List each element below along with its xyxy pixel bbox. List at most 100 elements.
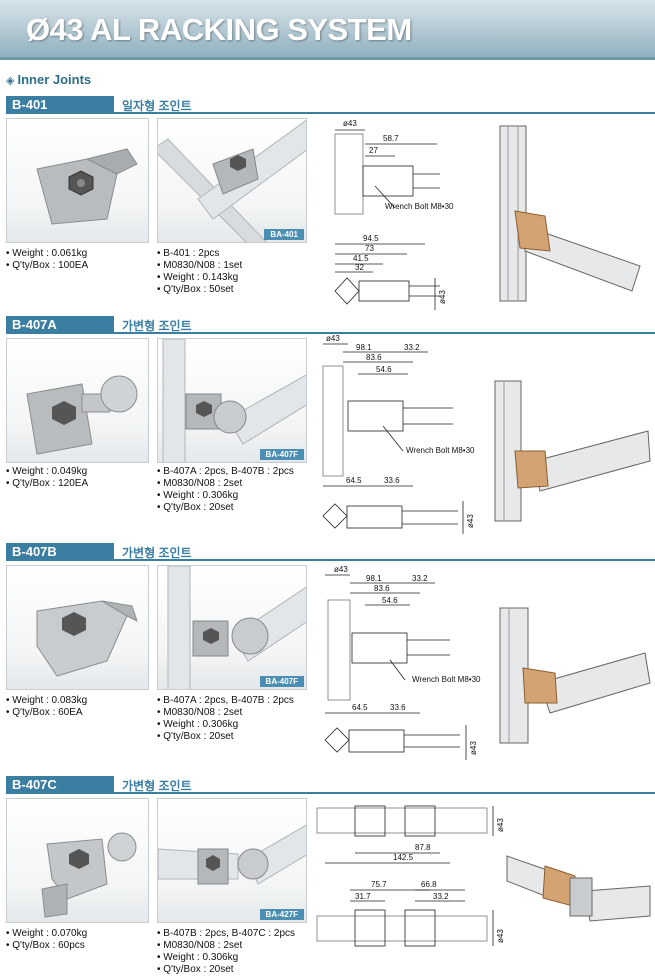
page-header: Ø43 AL RACKING SYSTEM	[0, 0, 655, 60]
joint-icon	[36, 148, 138, 225]
section-header: B-401 일자형 조인트	[0, 96, 655, 114]
assembly-photo: BA-401	[157, 118, 307, 243]
spec-line: M0830/N08 : 2set	[157, 478, 294, 490]
subtitle-text: Inner Joints	[17, 72, 92, 87]
bolt-label: Wrench Bolt M8•30	[385, 202, 454, 211]
spec-line: Weight : 0.070kg	[6, 928, 87, 940]
rack-render-icon	[506, 855, 651, 922]
3d-rendering	[505, 816, 653, 946]
dim-label: 83.6	[374, 584, 390, 593]
dim-label: 75.7	[371, 880, 387, 889]
drawing-lines	[334, 129, 440, 310]
product-section-b407c: B-407C 가변형 조인트 BA-427F Weight : 0.070kg …	[0, 776, 655, 980]
spec-line: M0830/N08 : 1set	[157, 260, 242, 272]
spec-line: Weight : 0.049kg	[6, 466, 88, 478]
set-specs: B-407A : 2pcs, B-407B : 2pcs M0830/N08 :…	[157, 695, 294, 743]
spec-line: B-407B : 2pcs, B-407C : 2pcs	[157, 928, 295, 940]
dim-label: 27	[369, 146, 378, 155]
bolt-label: Wrench Bolt M8•30	[406, 446, 475, 455]
joint-photo	[6, 565, 149, 690]
spec-line: Q'ty/Box : 100EA	[6, 260, 88, 272]
technical-drawing: ø43 98.1 33.2 83.6 54.6 Wrench Bolt M8•3…	[318, 334, 488, 546]
rack-render-icon	[499, 607, 651, 744]
section-subtitle: ◈Inner Joints	[6, 72, 91, 87]
joint-photo	[6, 338, 149, 463]
assembly-photo: BA-407F	[157, 565, 307, 690]
assembly-icon	[158, 119, 306, 242]
spec-line: Q'ty/Box : 50set	[157, 284, 242, 296]
spec-line: Weight : 0.306kg	[157, 952, 295, 964]
spec-line: Weight : 0.083kg	[6, 695, 87, 707]
part-tag: BA-407F	[259, 676, 304, 687]
assembly-icon	[162, 339, 306, 462]
dim-label: 33.2	[412, 574, 428, 583]
spec-line: Q'ty/Box : 60pcs	[6, 940, 87, 952]
technical-drawing: ø43 87.8 142.5 75.7 66.8 31.7 33.2 ø43	[315, 798, 505, 978]
part-tag: BA-407F	[259, 449, 304, 460]
product-code: B-407B	[6, 543, 114, 561]
dim-label: ø43	[438, 290, 447, 304]
page-title: Ø43 AL RACKING SYSTEM	[26, 12, 412, 47]
product-section-b407a: B-407A 가변형 조인트 BA-407F Weight : 0.049kg …	[0, 316, 655, 546]
technical-drawing: ø43 58.7 27 Wrench Bolt M8•30 94.5 73 41…	[325, 116, 475, 316]
dim-label: 58.7	[383, 134, 399, 143]
dim-label: 98.1	[356, 343, 372, 352]
product-code: B-401	[6, 96, 114, 114]
part-specs: Weight : 0.049kg Q'ty/Box : 120EA	[6, 466, 88, 490]
header-divider	[114, 112, 655, 114]
drawing-lines	[316, 805, 494, 947]
header-divider	[114, 559, 655, 561]
product-type: 일자형 조인트	[122, 99, 192, 113]
dim-label: 83.6	[366, 353, 382, 362]
spec-line: Weight : 0.306kg	[157, 490, 294, 502]
rack-render-icon	[494, 380, 651, 522]
set-specs: B-401 : 2pcs M0830/N08 : 1set Weight : 0…	[157, 248, 242, 296]
product-type: 가변형 조인트	[122, 319, 192, 333]
dim-label: 33.2	[404, 343, 420, 352]
diamond-icon: ◈	[6, 75, 15, 87]
3d-rendering	[490, 376, 652, 526]
part-specs: Weight : 0.061kg Q'ty/Box : 100EA	[6, 248, 88, 272]
section-header: B-407C 가변형 조인트	[0, 776, 655, 794]
spec-line: Q'ty/Box : 60EA	[6, 707, 87, 719]
dim-label: 31.7	[355, 892, 371, 901]
dim-label: ø43	[496, 929, 505, 943]
section-header: B-407A 가변형 조인트	[0, 316, 655, 334]
spec-line: Weight : 0.061kg	[6, 248, 88, 260]
part-tag: BA-401	[264, 229, 304, 240]
dim-label: 64.5	[352, 703, 368, 712]
assembly-icon	[167, 566, 306, 689]
3d-rendering	[495, 603, 653, 753]
assembly-icon	[158, 824, 306, 885]
set-specs: B-407A : 2pcs, B-407B : 2pcs M0830/N08 :…	[157, 466, 294, 514]
technical-drawing: ø43 98.1 33.2 83.6 54.6 Wrench Bolt M8•3…	[320, 565, 490, 770]
dim-label: 54.6	[376, 365, 392, 374]
bolt-label: Wrench Bolt M8•30	[412, 675, 481, 684]
dim-label: 98.1	[366, 574, 382, 583]
joint-photo	[6, 118, 149, 243]
product-section-b401: B-401 일자형 조인트 BA-401 Weight : 0.061kg Q'…	[0, 96, 655, 316]
joint-icon	[26, 375, 138, 455]
dim-label: ø43	[466, 514, 475, 528]
dim-label: 32	[355, 263, 364, 272]
product-type: 가변형 조인트	[122, 546, 192, 560]
dim-label: 41.5	[353, 254, 369, 263]
dim-label: ø43	[326, 334, 340, 343]
joint-photo	[6, 798, 149, 923]
joint-icon	[36, 600, 138, 677]
product-code: B-407A	[6, 316, 114, 334]
dim-label: 64.5	[346, 476, 362, 485]
joint-icon	[41, 832, 137, 918]
dim-label: ø43	[496, 818, 505, 832]
header-divider	[114, 332, 655, 334]
product-section-b407b: B-407B 가변형 조인트 BA-407F Weight : 0.083kg …	[0, 543, 655, 773]
dim-label: 66.8	[421, 880, 437, 889]
product-code: B-407C	[6, 776, 114, 794]
dim-label: ø43	[469, 741, 478, 755]
spec-line: Weight : 0.143kg	[157, 272, 242, 284]
assembly-photo: BA-407F	[157, 338, 307, 463]
dim-label: ø43	[343, 119, 357, 128]
dim-label: 73	[365, 244, 374, 253]
section-header: B-407B 가변형 조인트	[0, 543, 655, 561]
assembly-photo: BA-427F	[157, 798, 307, 923]
